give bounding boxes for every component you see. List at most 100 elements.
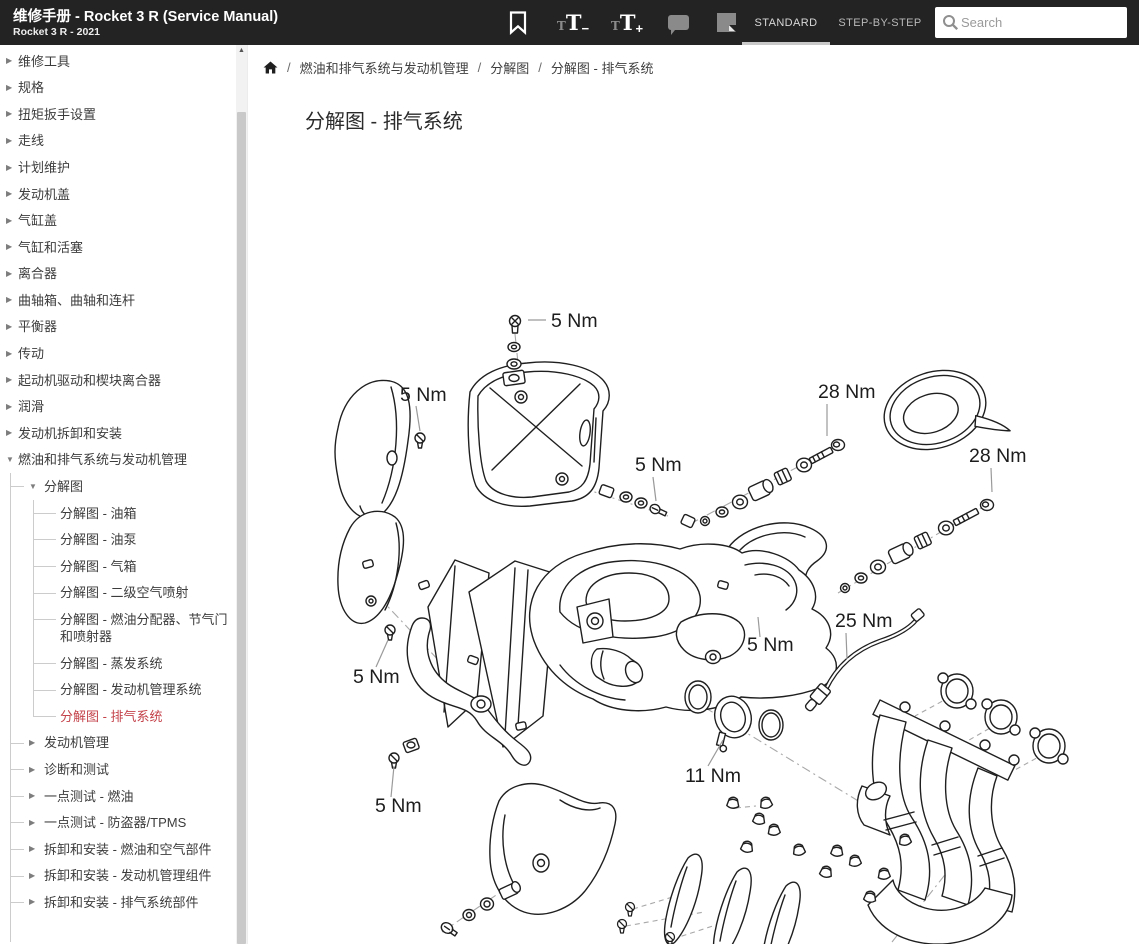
torque-leader-line: [845, 632, 848, 660]
search-input[interactable]: [959, 15, 1139, 30]
tree-guide-line: [33, 649, 34, 677]
strip-screw-lower: [388, 752, 400, 769]
torque-label: 25 Nm: [835, 610, 892, 632]
sidebar-item[interactable]: ▶发动机拆卸和安装: [0, 420, 236, 447]
tab-standard[interactable]: STANDARD: [754, 16, 818, 29]
bookmark-button[interactable]: [500, 0, 536, 45]
note-icon: [716, 13, 736, 32]
expand-arrow-icon: ▶: [29, 870, 36, 880]
exhaust-gasket-ring: [684, 680, 712, 714]
muffler-heat-shield: [489, 783, 617, 915]
sidebar-item[interactable]: ▶ 平衡器: [0, 314, 236, 341]
sidebar-item-label: 扭矩扳手设置: [18, 106, 97, 122]
sidebar-item[interactable]: ▶扭矩扳手设置: [0, 101, 236, 128]
sidebar-item[interactable]: 分解图 - 油泵: [0, 526, 236, 553]
sidebar-item[interactable]: 分解图 - 发动机管理系统: [0, 676, 236, 704]
expand-arrow-icon: ▶: [6, 162, 13, 172]
torque-leader-line: [990, 467, 993, 493]
sidebar-item[interactable]: 分解图 - 蒸发系统: [0, 649, 236, 677]
sidebar-item[interactable]: ▶润滑: [0, 394, 236, 421]
sidebar-item[interactable]: ▼分解图: [0, 473, 236, 500]
tab-step-by-step[interactable]: STEP-BY-STEP: [838, 16, 922, 29]
expand-arrow-icon: ▶: [6, 322, 13, 332]
torque-label: 5 Nm: [635, 454, 682, 476]
sidebar-item-label: 润滑: [18, 399, 45, 415]
sidebar-item[interactable]: 分解图 - 燃油分配器、节气门和喷射器: [0, 606, 236, 650]
sidebar-item-label: 平衡器: [18, 319, 58, 335]
sidebar-item[interactable]: ▶起动机驱动和楔块离合器: [0, 367, 236, 394]
tree-guide-line: [33, 526, 34, 553]
tree-guide-line: [10, 782, 11, 810]
sidebar-item[interactable]: 分解图 - 二级空气喷射: [0, 579, 236, 607]
tree-guide-line: [10, 676, 11, 704]
shield-screw: [414, 432, 426, 449]
breadcrumb-item[interactable]: 分解图: [490, 61, 530, 76]
sidebar-item-label: 规格: [18, 80, 45, 96]
search-icon: [942, 14, 959, 31]
expand-arrow-icon: ▶: [6, 56, 13, 66]
tree-guide-line: [33, 703, 34, 717]
sidebar-item-label: 拆卸和安装 - 发动机管理组件: [44, 868, 212, 884]
tree-guide-line: [10, 915, 11, 942]
sidebar-item[interactable]: ▶拆卸和安装 - 燃油和空气部件: [0, 835, 236, 863]
sidebar-item[interactable]: ▶ 拆卸和安装 - 排气系统部件: [0, 889, 236, 916]
sidebar-item[interactable]: ▶离合器: [0, 261, 236, 288]
fin-heat-shields: [616, 853, 801, 944]
sidebar-item[interactable]: ▶一点测试 - 燃油: [0, 782, 236, 810]
scroll-up-icon[interactable]: ▲: [238, 47, 245, 54]
expand-arrow-icon: ▶: [6, 375, 13, 385]
strip-screw: [384, 624, 396, 641]
breadcrumb-separator: /: [477, 60, 482, 75]
expand-arrow-icon: ▶: [29, 897, 36, 907]
home-icon[interactable]: [263, 61, 278, 74]
torque-label: 5 Nm: [353, 666, 400, 688]
torque-label: 28 Nm: [969, 445, 1026, 467]
sidebar-item[interactable]: ▶曲轴箱、曲轴和连杆: [0, 287, 236, 314]
torque-leader-line: [375, 639, 389, 668]
expand-arrow-icon: ▶: [6, 268, 13, 278]
comments-button[interactable]: [658, 0, 698, 45]
sidebar-item[interactable]: 分解图 - 排气系统: [0, 703, 236, 730]
scrollbar-thumb[interactable]: [237, 112, 246, 944]
sidebar-item[interactable]: ▶一点测试 - 防盗器/TPMS: [0, 809, 236, 836]
strip-heat-shield: [406, 617, 532, 766]
o-ring-seal: [758, 709, 784, 741]
collapse-arrow-icon: ▼: [29, 481, 37, 491]
heat-shield-upper-left: [334, 379, 411, 520]
expand-arrow-icon: ▶: [29, 791, 36, 801]
sidebar-item[interactable]: ▶传动: [0, 340, 236, 367]
sidebar-item[interactable]: ▶ 拆卸和安装 - 发动机管理组件: [0, 862, 236, 890]
breadcrumb-item[interactable]: 燃油和排气系统与发动机管理: [299, 61, 469, 76]
sidebar-item-label: 维修工具: [18, 53, 71, 69]
comment-icon: [667, 15, 689, 35]
sidebar-item[interactable]: ▶规格: [0, 75, 236, 102]
bookmark-icon: [509, 10, 527, 35]
torque-leader-line: [390, 765, 395, 798]
sidebar-item[interactable]: ▶诊断和测试: [0, 756, 236, 783]
sidebar-item[interactable]: ▶走线: [0, 128, 236, 155]
minus-sign: −: [581, 20, 590, 36]
sidebar-item[interactable]: ▶气缸和活塞: [0, 234, 236, 261]
expand-arrow-icon: ▶: [6, 348, 13, 358]
oxygen-sensor: [804, 608, 925, 712]
sidebar-item-label: 计划维护: [18, 160, 71, 175]
sidebar-item[interactable]: 分解图 - 气箱: [0, 552, 236, 580]
sidebar-item[interactable]: ▶发动机盖: [0, 181, 236, 208]
top-fastener-stack: [502, 314, 526, 387]
sidebar-item[interactable]: ▼燃油和排气系统与发动机管理: [0, 447, 236, 474]
sidebar-scrollbar[interactable]: ▲: [236, 45, 247, 944]
sidebar-item[interactable]: ▶ 计划维护: [0, 154, 236, 181]
sidebar-item[interactable]: ▶ 维修工具: [0, 48, 236, 75]
sidebar-item[interactable]: ▶发动机管理: [0, 729, 236, 757]
search-box: [935, 7, 1139, 38]
notes-button[interactable]: [706, 0, 746, 45]
sidebar-item[interactable]: ▶气缸盖: [0, 207, 236, 234]
sidebar-item-label: 拆卸和安装 - 排气系统部件: [44, 894, 199, 910]
sidebar-item[interactable]: 分解图 - 油箱: [0, 499, 236, 527]
sidebar-item-label: 分解图 - 油箱: [60, 505, 137, 521]
